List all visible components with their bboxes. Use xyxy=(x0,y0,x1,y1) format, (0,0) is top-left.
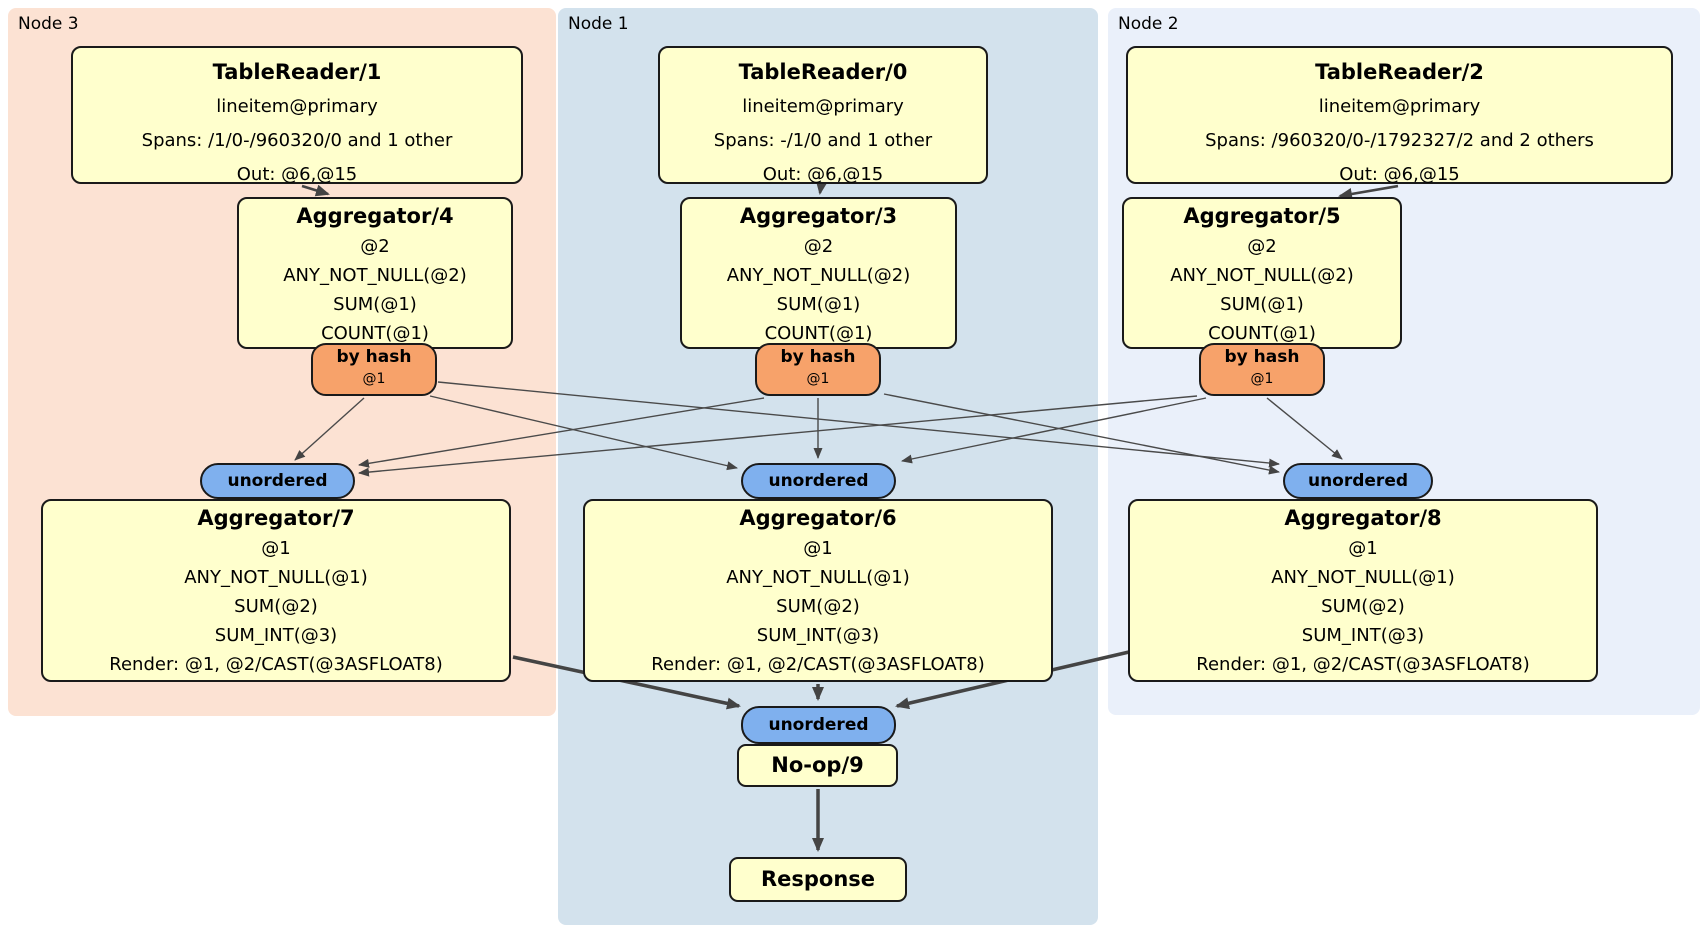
aggregator3-title: Aggregator/3 xyxy=(739,204,898,228)
tablereader1-title: TableReader/1 xyxy=(212,60,382,84)
aggregator4-line: @2 xyxy=(360,236,390,257)
hash-router-4: by hash @1 xyxy=(311,343,437,396)
hash-router-3-title: by hash xyxy=(780,347,856,367)
hash-router-3: by hash @1 xyxy=(755,343,881,396)
aggregator8-line: SUM_INT(@3) xyxy=(1301,625,1425,646)
aggregator6-line: SUM_INT(@3) xyxy=(756,625,880,646)
aggregator3-line: @2 xyxy=(803,236,834,257)
aggregator6-line: @1 xyxy=(803,538,833,559)
unordered-stream-final: unordered xyxy=(741,706,896,744)
aggregator8-line: SUM(@2) xyxy=(1321,596,1405,617)
unordered-stream-right: unordered xyxy=(1283,463,1433,499)
aggregator4-line: COUNT(@1) xyxy=(321,323,429,344)
tablereader0-out: Out: @6,@15 xyxy=(762,164,884,185)
edge-router4-streamM xyxy=(429,395,738,471)
tablereader1-out: Out: @6,@15 xyxy=(236,164,358,185)
aggregator5-title: Aggregator/5 xyxy=(1183,204,1341,228)
response-node: Response xyxy=(729,857,907,902)
edge-router4-streamR xyxy=(437,381,1280,468)
tablereader1-index: lineitem@primary xyxy=(216,96,378,117)
aggregator6-line: Render: @1, @2/CAST(@3ASFLOAT8) xyxy=(651,654,985,675)
unordered-stream-mid: unordered xyxy=(741,463,896,499)
aggregator4-line: SUM(@1) xyxy=(333,294,417,315)
aggregator3-line: SUM(@1) xyxy=(776,294,861,315)
aggregator6-line: ANY_NOT_NULL(@1) xyxy=(726,567,910,588)
hash-router-5-title: by hash xyxy=(1224,347,1300,367)
aggregator7-line: SUM(@2) xyxy=(234,596,318,617)
edge-tr2-agg5 xyxy=(1338,184,1399,200)
aggregator7-node: Aggregator/7 @1 ANY_NOT_NULL(@1) SUM(@2)… xyxy=(41,499,511,682)
aggregator8-line: ANY_NOT_NULL(@1) xyxy=(1271,567,1455,588)
edge-router5-streamR xyxy=(1266,397,1343,460)
edge-router5-streamL xyxy=(358,395,1198,477)
edge-tr0-agg3 xyxy=(815,180,828,195)
aggregator8-line: Render: @1, @2/CAST(@3ASFLOAT8) xyxy=(1196,654,1530,675)
aggregator5-node: Aggregator/5 @2 ANY_NOT_NULL(@2) SUM(@1)… xyxy=(1122,197,1402,349)
aggregator8-title: Aggregator/8 xyxy=(1284,506,1442,530)
hash-router-4-key: @1 xyxy=(362,371,386,387)
aggregator5-line: @2 xyxy=(1247,236,1277,257)
aggregator3-line: COUNT(@1) xyxy=(764,323,873,344)
aggregator7-line: SUM_INT(@3) xyxy=(214,625,338,646)
aggregator7-line: @1 xyxy=(261,538,291,559)
aggregator6-line: SUM(@2) xyxy=(776,596,860,617)
unordered-stream-left: unordered xyxy=(200,463,355,499)
aggregator8-node: Aggregator/8 @1 ANY_NOT_NULL(@1) SUM(@2)… xyxy=(1128,499,1598,682)
aggregator5-line: SUM(@1) xyxy=(1220,294,1304,315)
edge-tr1-agg4 xyxy=(301,184,330,197)
tablereader2-index: lineitem@primary xyxy=(1318,96,1481,117)
edge-router3-streamR xyxy=(883,393,1280,475)
aggregator7-line: ANY_NOT_NULL(@1) xyxy=(184,567,368,588)
node1-region-label: Node 1 xyxy=(568,14,629,34)
aggregator7-title: Aggregator/7 xyxy=(197,506,355,530)
aggregator6-title: Aggregator/6 xyxy=(739,506,897,530)
edge-router3-streamL xyxy=(358,397,765,468)
aggregator8-line: @1 xyxy=(1348,538,1378,559)
noop-node: No-op/9 xyxy=(737,744,898,787)
tablereader1-spans: Spans: /1/0-/960320/0 and 1 other xyxy=(141,130,453,151)
aggregator5-line: ANY_NOT_NULL(@2) xyxy=(1170,265,1354,286)
tablereader1-node: TableReader/1 lineitem@primary Spans: /1… xyxy=(71,46,523,185)
tablereader2-spans: Spans: /960320/0-/1792327/2 and 2 others xyxy=(1205,130,1594,151)
aggregator3-node: Aggregator/3 @2 ANY_NOT_NULL(@2) SUM(@1)… xyxy=(680,197,957,349)
tablereader2-node: TableReader/2 lineitem@primary Spans: /9… xyxy=(1126,46,1673,185)
tablereader0-spans: Spans: -/1/0 and 1 other xyxy=(713,130,933,151)
aggregator6-node: Aggregator/6 @1 ANY_NOT_NULL(@1) SUM(@2)… xyxy=(583,499,1053,682)
hash-router-4-title: by hash xyxy=(336,347,412,367)
node3-region-label: Node 3 xyxy=(18,14,79,34)
tablereader0-title: TableReader/0 xyxy=(738,60,908,84)
aggregator5-line: COUNT(@1) xyxy=(1208,323,1316,344)
tablereader2-out: Out: @6,@15 xyxy=(1339,164,1460,185)
edge-router5-streamM xyxy=(901,397,1207,464)
aggregator7-line: Render: @1, @2/CAST(@3ASFLOAT8) xyxy=(109,654,443,675)
tablereader2-title: TableReader/2 xyxy=(1315,60,1484,84)
aggregator4-line: ANY_NOT_NULL(@2) xyxy=(283,265,467,286)
tablereader0-node: TableReader/0 lineitem@primary Spans: -/… xyxy=(658,46,988,185)
aggregator4-node: Aggregator/4 @2 ANY_NOT_NULL(@2) SUM(@1)… xyxy=(237,197,513,349)
hash-router-5-key: @1 xyxy=(1250,371,1274,387)
hash-router-5: by hash @1 xyxy=(1199,343,1325,396)
node2-region-label: Node 2 xyxy=(1118,14,1179,34)
tablereader0-index: lineitem@primary xyxy=(742,96,904,117)
edge-router4-streamL xyxy=(294,397,365,461)
aggregator3-line: ANY_NOT_NULL(@2) xyxy=(726,265,911,286)
hash-router-3-key: @1 xyxy=(806,371,830,387)
aggregator4-title: Aggregator/4 xyxy=(296,204,454,228)
